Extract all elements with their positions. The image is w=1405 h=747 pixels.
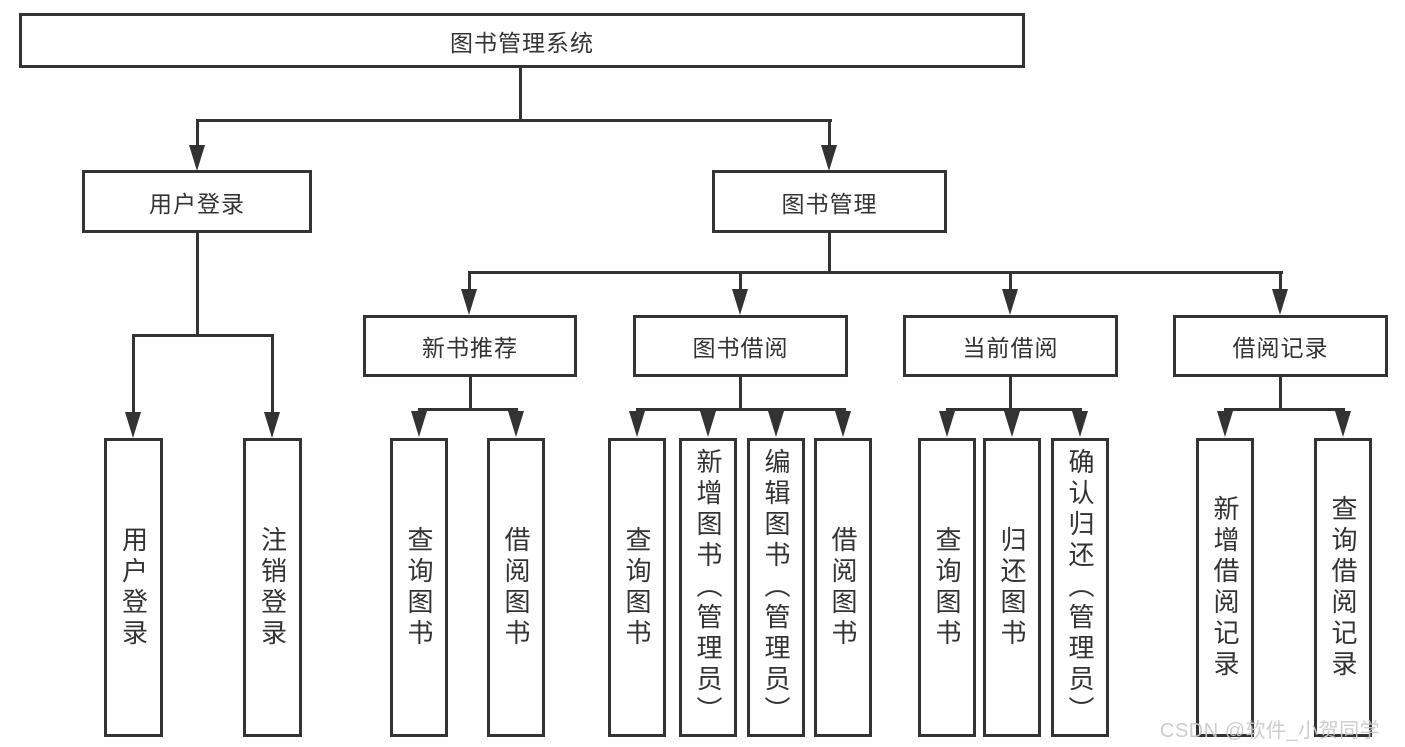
- arrow-down-icon: [508, 411, 524, 437]
- arrow-down-icon: [939, 411, 955, 437]
- leaf-edit-book-admin: 编辑图书（管理员）: [747, 438, 805, 737]
- leaf-borrow-books-recommend: 借阅图书: [487, 438, 545, 737]
- arrow-down-icon: [411, 411, 427, 437]
- arrow-down-icon: [461, 289, 477, 315]
- node-label: 图书借阅: [692, 335, 789, 361]
- connector-line: [196, 233, 199, 337]
- leaf-label: 查询图书: [404, 525, 434, 650]
- leaf-user-login: 用户登录: [104, 438, 163, 737]
- leaf-return-books: 归还图书: [983, 438, 1041, 737]
- leaf-label: 借阅图书: [828, 525, 858, 650]
- node-root-library-system: 图书管理系统: [19, 13, 1025, 68]
- node-current-borrow: 当前借阅: [903, 315, 1118, 377]
- connector-line: [828, 233, 831, 274]
- connector-line: [828, 119, 831, 148]
- arrow-down-icon: [835, 411, 851, 437]
- arrow-down-icon: [125, 412, 141, 438]
- arrow-down-icon: [768, 411, 784, 437]
- connector-line: [1009, 377, 1012, 411]
- connector-line: [132, 334, 274, 337]
- leaf-confirm-return-admin: 确认归还（管理员）: [1051, 438, 1109, 737]
- arrow-down-icon: [1335, 411, 1351, 437]
- connector-line: [636, 408, 846, 411]
- leaf-query-books-recommend: 查询图书: [390, 438, 448, 737]
- leaf-query-books-borrow: 查询图书: [608, 438, 666, 737]
- leaf-add-book-admin: 新增图书（管理员）: [679, 438, 737, 737]
- node-book-management: 图书管理: [712, 170, 947, 233]
- leaf-label: 借阅图书: [501, 525, 531, 650]
- node-user-login: 用户登录: [82, 170, 312, 233]
- arrow-down-icon: [1272, 289, 1288, 315]
- connector-line: [132, 334, 135, 414]
- leaf-label: 查询图书: [932, 525, 962, 650]
- arrow-down-icon: [1217, 411, 1233, 437]
- arrow-down-icon: [189, 145, 205, 171]
- connector-line: [1224, 408, 1345, 411]
- arrow-down-icon: [1002, 289, 1018, 315]
- node-label: 用户登录: [149, 190, 245, 217]
- node-label: 图书管理: [781, 190, 878, 217]
- leaf-label: 新增图书（管理员）: [693, 448, 723, 727]
- connector-line: [519, 68, 522, 122]
- arrow-down-icon: [1004, 411, 1020, 437]
- connector-line: [196, 119, 199, 148]
- node-new-book-recommend: 新书推荐: [363, 315, 577, 377]
- csdn-watermark: CSDN @软件_小贺同学: [1160, 720, 1381, 742]
- leaf-logout: 注销登录: [243, 438, 302, 737]
- connector-line: [1279, 377, 1282, 411]
- connector-line: [946, 408, 1082, 411]
- leaf-query-books-current: 查询图书: [918, 438, 976, 737]
- connector-line: [739, 271, 742, 291]
- leaf-label: 归还图书: [997, 525, 1027, 650]
- leaf-label: 确认归还（管理员）: [1065, 448, 1095, 727]
- arrow-down-icon: [1072, 411, 1088, 437]
- connector-line: [469, 377, 472, 411]
- arrow-down-icon: [264, 412, 280, 438]
- arrow-down-icon: [821, 145, 837, 171]
- node-book-borrow: 图书借阅: [633, 315, 848, 377]
- arrow-down-icon: [629, 411, 645, 437]
- connector-line: [1009, 271, 1012, 291]
- arrow-down-icon: [700, 411, 716, 437]
- leaf-label: 注销登录: [257, 525, 288, 650]
- node-borrow-records: 借阅记录: [1173, 315, 1388, 377]
- leaf-label: 新增借阅记录: [1210, 494, 1240, 681]
- leaf-query-borrow-record: 查询借阅记录: [1314, 438, 1372, 737]
- node-label: 借阅记录: [1232, 335, 1329, 361]
- node-label: 当前借阅: [962, 335, 1059, 361]
- connector-line: [271, 334, 274, 414]
- connector-line: [468, 271, 471, 291]
- leaf-borrow-books: 借阅图书: [814, 438, 872, 737]
- leaf-label: 用户登录: [118, 525, 149, 650]
- node-label: 新书推荐: [422, 335, 518, 361]
- leaf-label: 编辑图书（管理员）: [761, 448, 791, 727]
- connector-line: [418, 408, 518, 411]
- node-label: 图书管理系统: [450, 29, 594, 56]
- connector-line: [196, 119, 832, 122]
- connector-line: [739, 377, 742, 411]
- leaf-add-borrow-record: 新增借阅记录: [1196, 438, 1254, 737]
- arrow-down-icon: [732, 289, 748, 315]
- connector-line: [469, 271, 1283, 274]
- connector-line: [1279, 271, 1282, 291]
- leaf-label: 查询借阅记录: [1328, 494, 1358, 681]
- leaf-label: 查询图书: [622, 525, 652, 650]
